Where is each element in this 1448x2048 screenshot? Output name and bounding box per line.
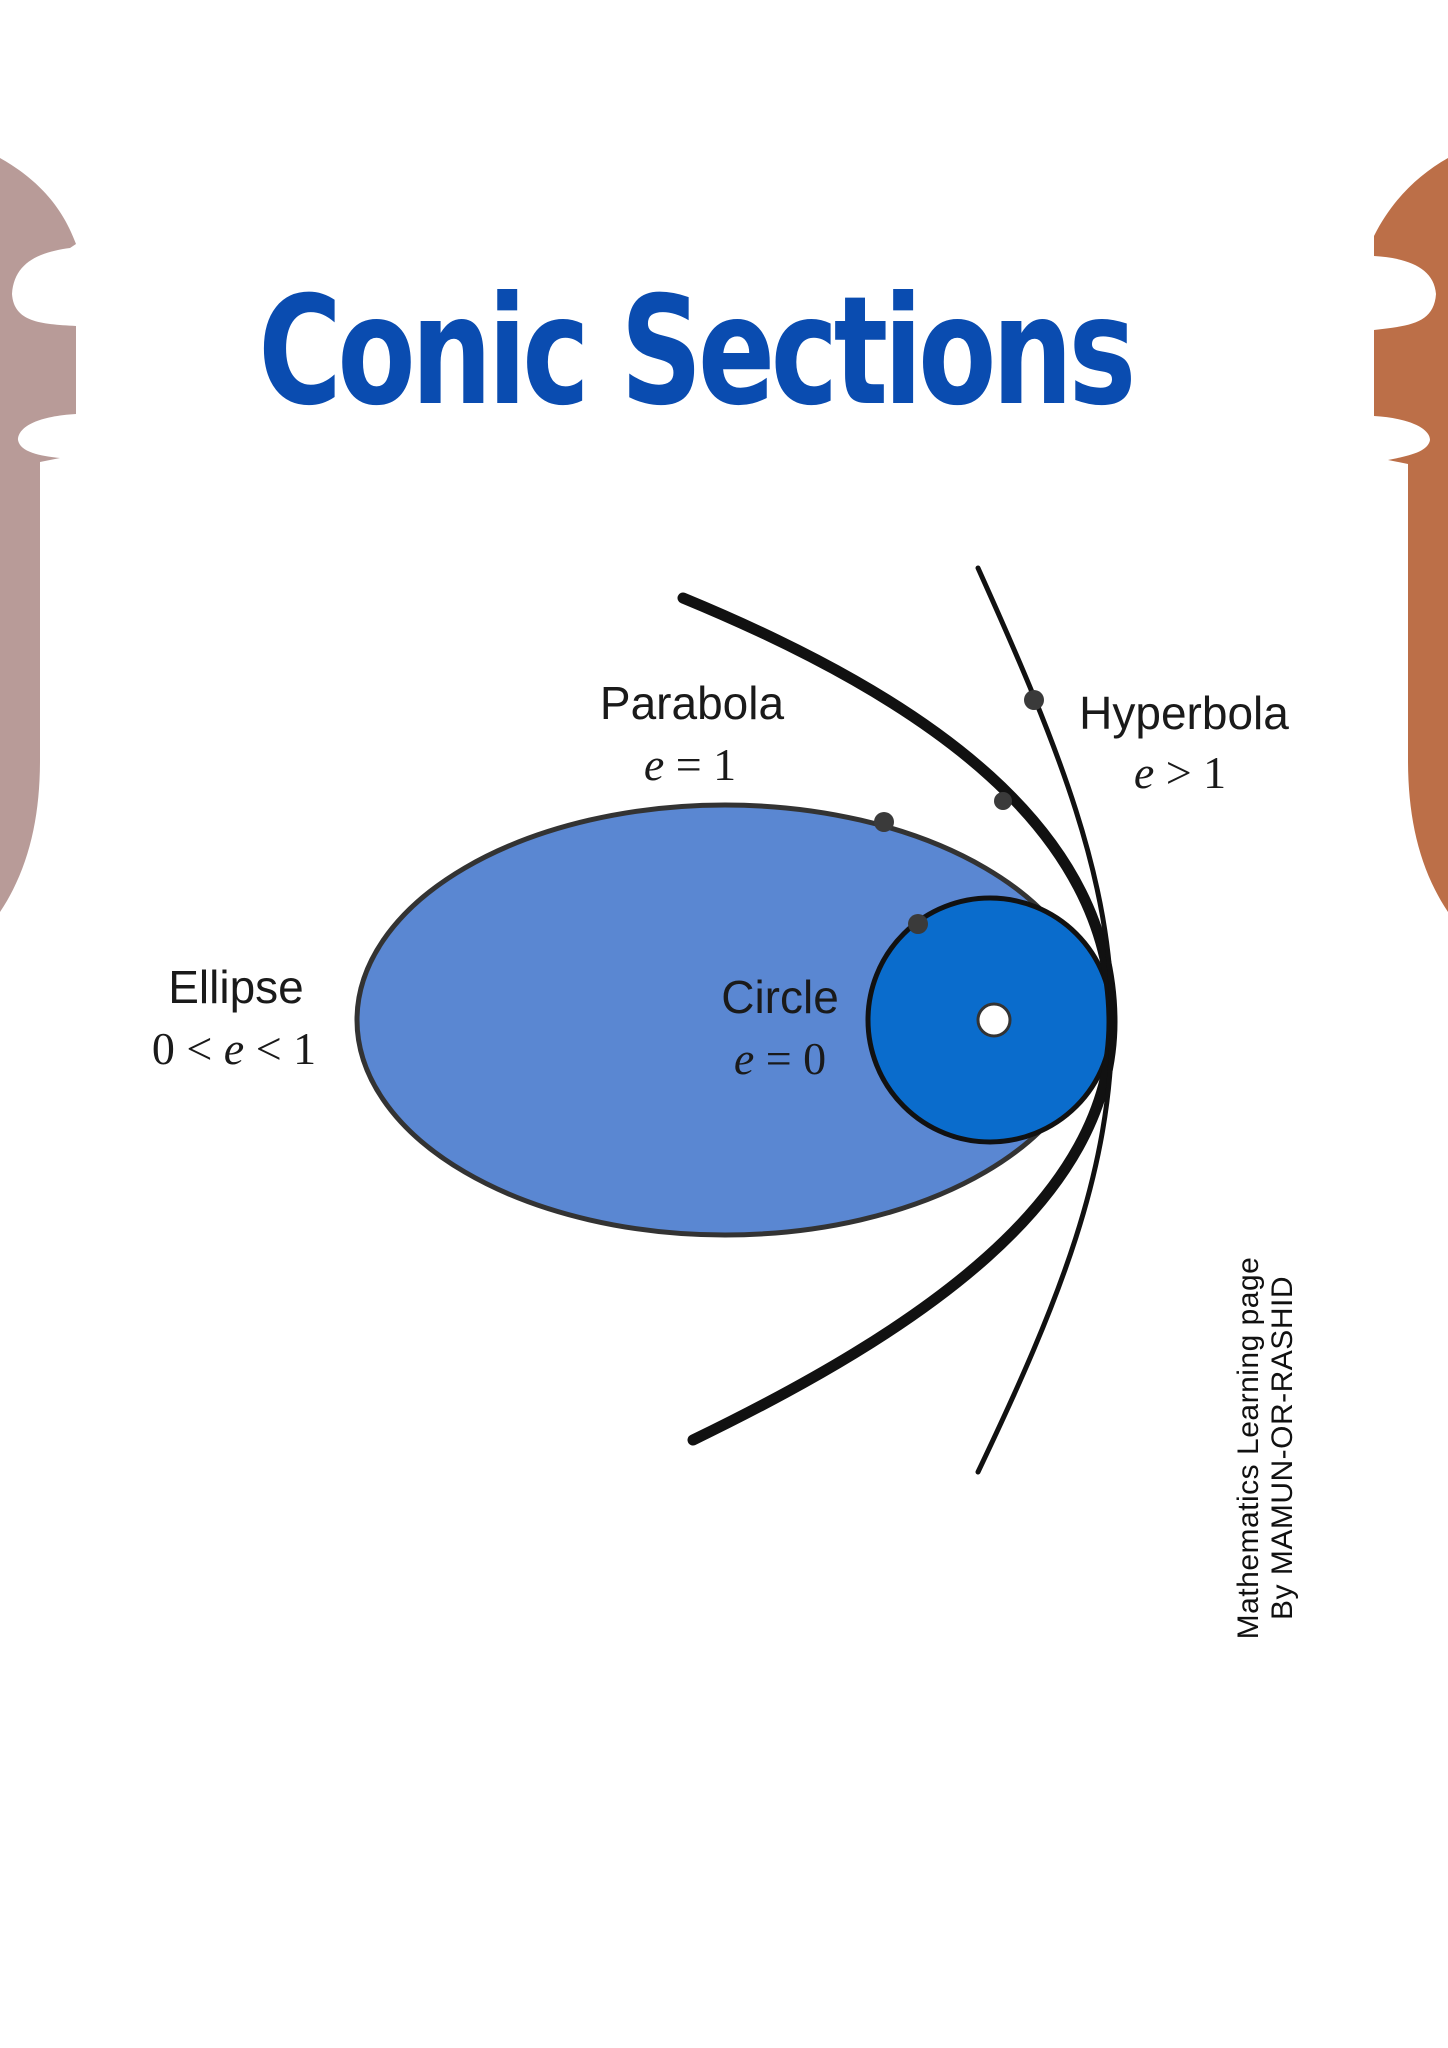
ellipse-marker-point [874,812,894,832]
hyperbola-label: Hyperbola [1079,687,1289,739]
hyperbola-marker-point [1024,690,1044,710]
hyperbola-curve [975,565,1115,1475]
hyperbola-eccentricity: e > 1 [1134,747,1226,798]
ellipse-label: Ellipse [168,961,304,1013]
credit-line-1: Mathematics Learning page [1232,1256,1265,1640]
right-pillar-decoration [1374,158,1448,912]
focus-point [976,1002,1012,1038]
circle-eccentricity: e = 0 [734,1033,826,1084]
parabola-label: Parabola [600,677,785,729]
circle-label: Circle [721,971,839,1023]
parabola-eccentricity: e = 1 [644,739,736,790]
ellipse-eccentricity: 0 < e < 1 [152,1023,316,1074]
circle-marker-point [908,914,928,934]
left-pillar-decoration [0,158,76,912]
page-title: Conic Sections [258,265,1136,439]
parabola-marker-point [994,792,1012,810]
credit-line-2: By MAMUN-OR-RASHID [1266,1276,1299,1621]
